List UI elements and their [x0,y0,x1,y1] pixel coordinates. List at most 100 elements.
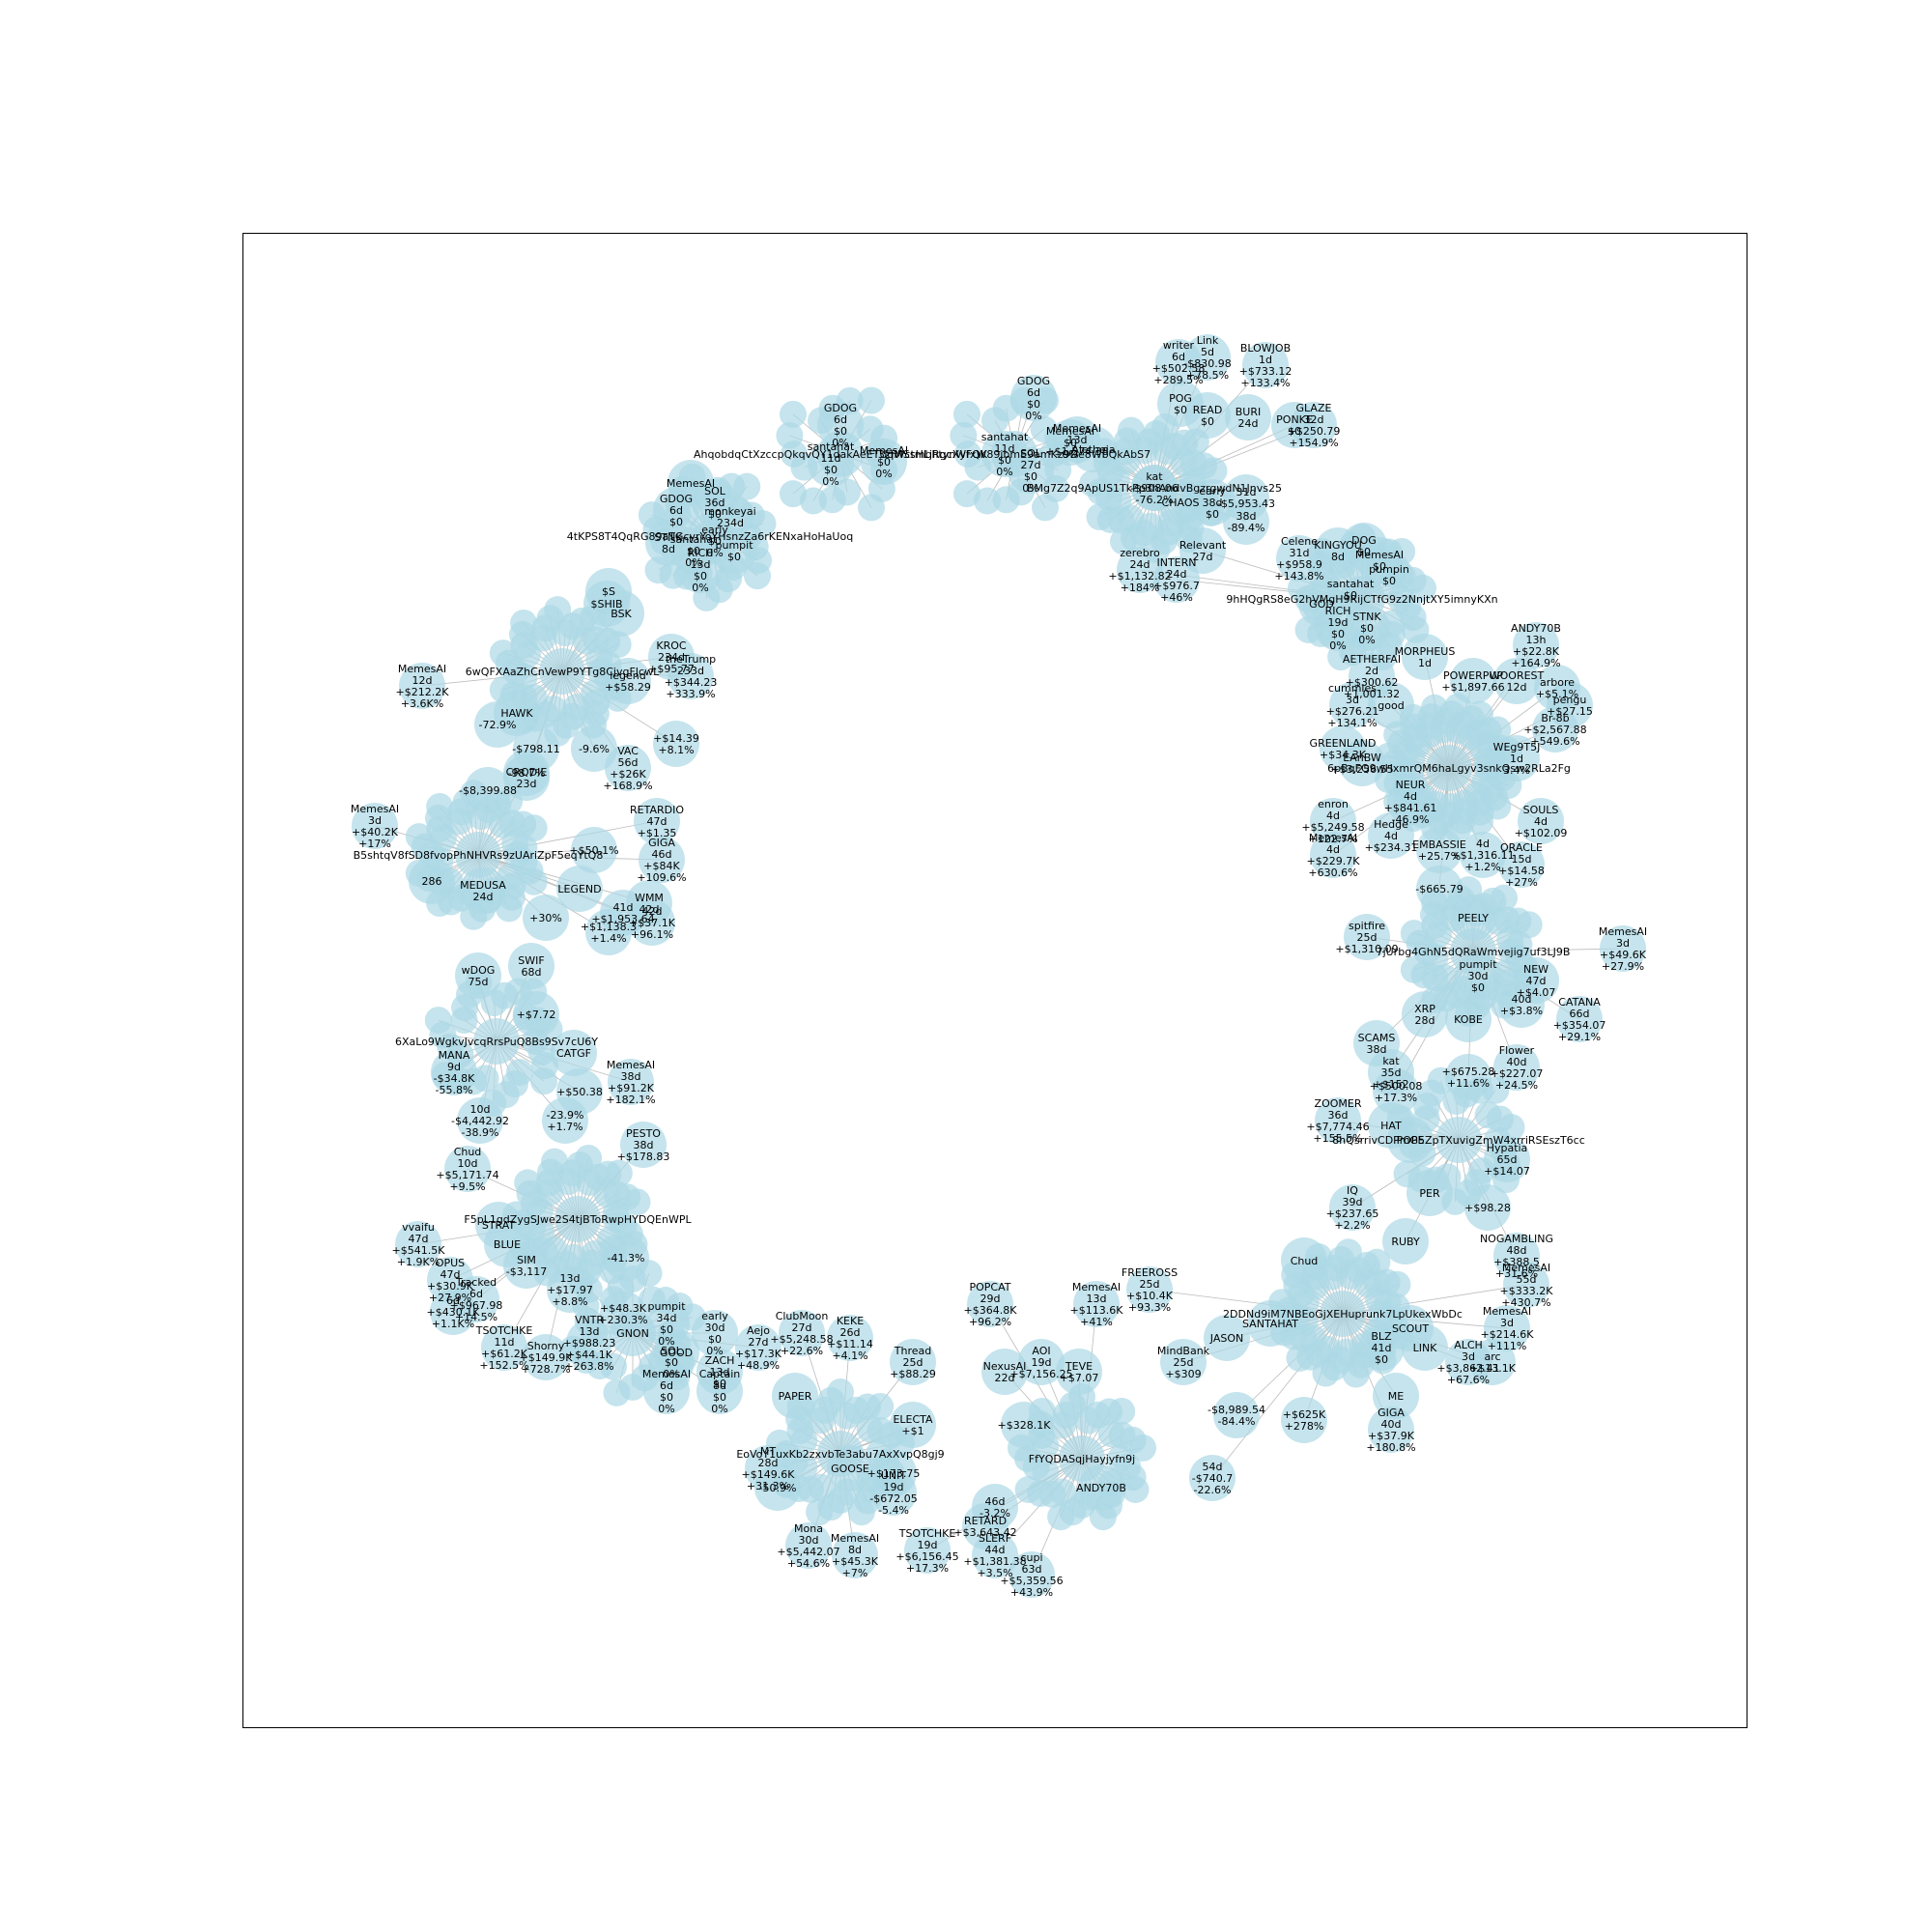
token-label: +$50.38 [556,1086,603,1098]
token-label: +$1,138.3+1.4% [581,921,637,945]
token-label: -$798.11 [512,743,559,755]
token-node [779,1310,825,1356]
token-node [1513,622,1559,668]
token-label: PONKE$0 [1276,413,1313,438]
token-node [1556,996,1603,1042]
token-node [800,487,827,515]
token-label: +$14.39+8.1% [653,732,699,756]
token-node [1518,798,1564,844]
token-node [1532,706,1578,753]
token-node [1247,1300,1293,1347]
token-node [510,834,538,862]
token-node [1455,952,1501,999]
token-label: JASON [1209,1332,1243,1345]
token-node [754,1464,801,1511]
token-node [867,1392,895,1420]
token-node [605,658,651,704]
token-label: arbore+$5.1% [1536,676,1578,700]
wallet-label: 6wQFXAaZhCnVewP9YTg8CjvgFJcwL [466,666,660,678]
token-label: -$8,399.88 [459,784,517,797]
token-label: SCOUT [1392,1322,1429,1335]
token-node [514,1169,542,1197]
token-label: HAWK [500,707,533,720]
token-label: KOBE [1454,1013,1483,1026]
token-node [1469,1339,1516,1385]
token-label: pengu+$27.15 [1547,694,1593,718]
token-label: SIM-$3,117 [506,1254,547,1278]
wallet-label: 3zfWctmbhtynWfxW89jbmE9amKz9De8WbQkAbS7 [878,448,1151,461]
token-node [1464,1184,1511,1231]
token-label: ELECTA+$1 [893,1413,933,1437]
token-label: GOOSE [831,1463,869,1475]
token-label: 40d+$3.8% [1500,993,1543,1017]
token-node [696,1368,743,1414]
token-node [692,1310,738,1356]
token-node [1129,1434,1157,1462]
token-node [1329,682,1376,728]
token-label: 41d+$1,953.64 [591,901,654,925]
token-node [744,562,772,590]
hub-node [539,648,585,695]
token-node [542,1097,588,1144]
token-node [629,899,675,946]
token-label: 46d-3.2% [980,1495,1010,1520]
token-node [1406,1170,1453,1216]
token-node [643,1368,690,1414]
token-label: +$98.28 [1464,1202,1511,1214]
token-label: GREENLAND+$34.3K [1310,737,1377,761]
wallet-label: B5shtqV8fSD8fvopPhNHVRs9zUAriZpF5eqYtQ8 [354,849,604,862]
token-node [952,400,980,428]
token-node [817,402,864,448]
token-node [513,991,559,1037]
token-node [457,1097,503,1144]
token-node [1008,447,1054,494]
token-node [1445,996,1492,1042]
wallet-label: EoVoY1uxKb2zxvbTe3abu7AxXvpQ8gj9 [736,1448,944,1461]
token-node [352,803,398,849]
token-node [1184,392,1231,439]
token-label: santahat$0 [1327,578,1375,602]
token-node [1387,1117,1434,1163]
token-node [1315,1097,1361,1144]
token-label: CHAOS [1162,497,1200,509]
token-node [1344,605,1390,651]
token-node [808,440,854,487]
token-label: -23.9%+1.7% [547,1109,584,1133]
token-node [967,1281,1013,1327]
token-node [1281,1397,1327,1443]
token-node [1001,1402,1047,1448]
token-node [503,750,550,796]
token-node [1344,914,1390,960]
token-node [827,1315,873,1361]
token-node [547,1266,593,1313]
token-node [1358,1324,1405,1371]
wallet-label: 9hHQgRS8eG2hVMgH9RijCTfG9z2NnjtXY5imnyKX… [1226,593,1497,606]
token-node [1329,1184,1376,1231]
token-node [1078,1464,1124,1511]
